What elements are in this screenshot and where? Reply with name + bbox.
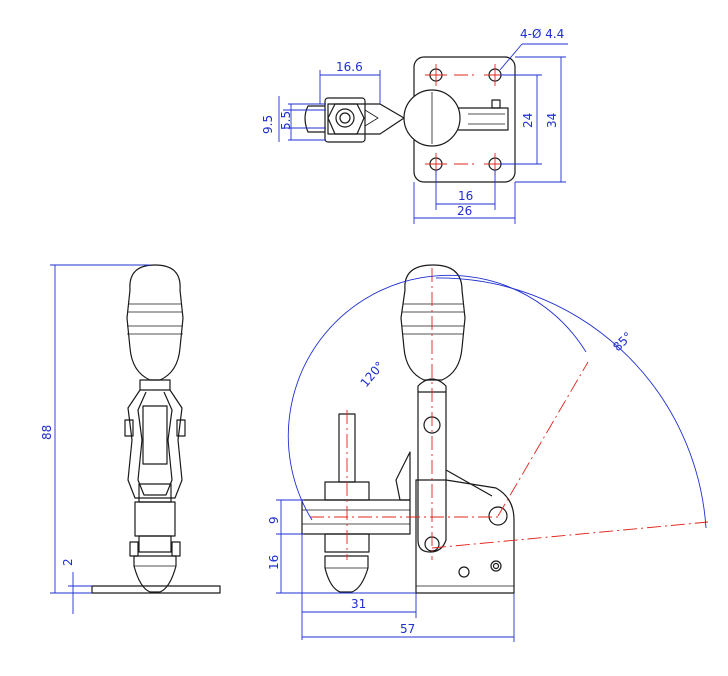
dim-height-5-5: 5.5: [279, 111, 293, 130]
top-view: 16.6 9.5 5.5 4-Ø 4.4 24 34 16 26: [261, 27, 568, 224]
angle-arc-120: [287, 274, 587, 521]
dim-total-height: 88: [40, 425, 54, 440]
dim-angle-handle: 85°: [610, 329, 635, 354]
front-base-plate: [91, 585, 221, 594]
side-spindle-pad: [324, 555, 369, 593]
dim-hole-spacing-v: 24: [521, 113, 535, 128]
dim-holes: 4-Ø 4.4: [520, 27, 564, 41]
dim-total-length: 57: [400, 622, 415, 636]
dim-spindle-reach: 31: [351, 597, 366, 611]
top-hex-nut: [327, 103, 365, 135]
dim-hole-spacing-h: 16: [458, 189, 473, 203]
dim-spindle-height: 9: [267, 516, 281, 524]
dim-base-thickness: 2: [61, 558, 75, 566]
dim-base-width: 26: [457, 204, 472, 218]
front-handle-knob: [126, 264, 184, 381]
dim-spindle-offset: 16: [267, 555, 281, 570]
front-view: 88 2: [40, 264, 221, 614]
top-clamp-arm: [327, 103, 405, 135]
dim-base-height: 34: [545, 113, 559, 128]
dim-angle-open: 120°: [358, 359, 387, 390]
dim-height-9-5: 9.5: [261, 115, 275, 134]
side-handle-knob: [400, 264, 466, 381]
side-base-plate: [415, 479, 515, 594]
dim-arm-width: 16.6: [336, 60, 363, 74]
angle-arc-85: [435, 277, 707, 529]
front-spindle-pad: [133, 555, 177, 593]
side-view: 120° 85° 9 16 31 57: [267, 264, 709, 642]
